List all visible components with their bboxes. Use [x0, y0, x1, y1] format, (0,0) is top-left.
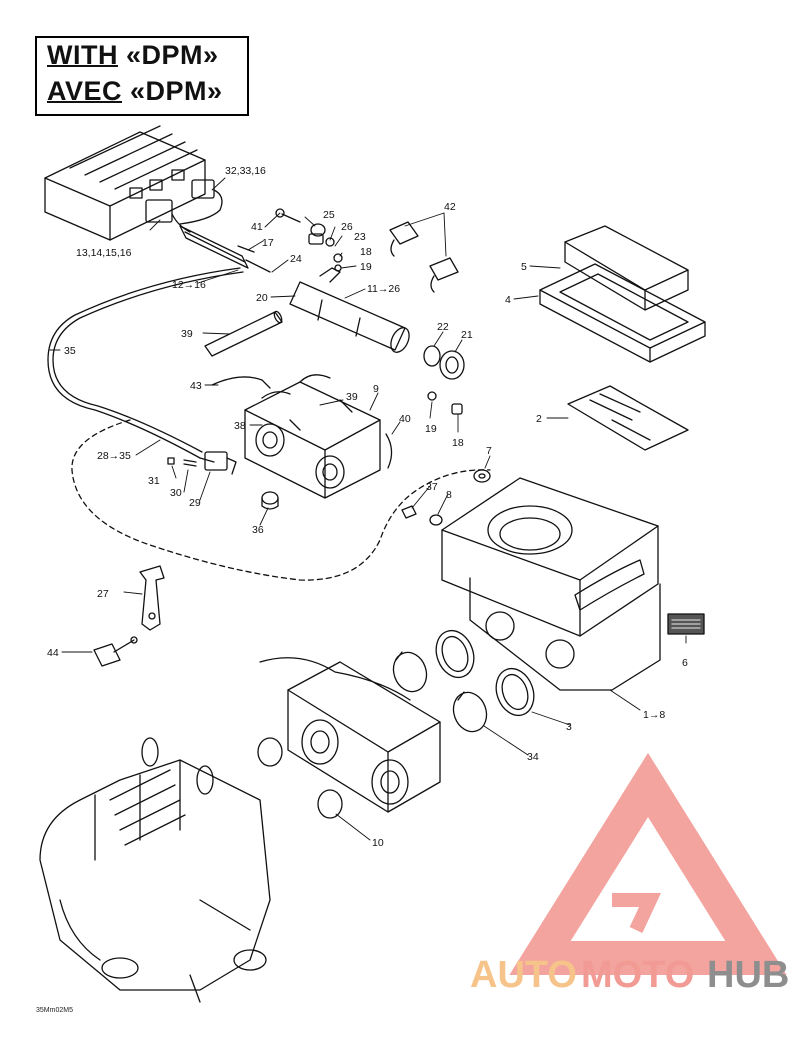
- label-1-8: 1→8: [643, 709, 665, 721]
- label-9: 9: [373, 383, 379, 395]
- pulse-hose: [211, 376, 271, 389]
- routing-dashed-loop: [71, 419, 491, 581]
- watermark-logo: [509, 752, 787, 975]
- carburetor-assembly-lower: [259, 657, 441, 813]
- label-6: 6: [682, 657, 688, 669]
- label-23: 23: [354, 231, 366, 243]
- cap-and-oring: [423, 345, 465, 380]
- watermark-g-stroke: [612, 893, 661, 933]
- label-37: 37: [426, 481, 438, 493]
- title-avec: AVEC: [47, 76, 123, 106]
- label-41: 41: [251, 221, 263, 233]
- label-11-26: 11→26: [367, 283, 400, 295]
- label-32-33-16: 32,33,16: [225, 165, 266, 177]
- intake-boots: [435, 629, 535, 717]
- label-5: 5: [521, 261, 527, 273]
- figure-reference-code: 35Mm02M5: [36, 1007, 73, 1014]
- label-20: 20: [256, 292, 268, 304]
- label-19-lower: 19: [425, 423, 437, 435]
- label-25: 25: [323, 209, 335, 221]
- watermark-text-auto: AUTO: [470, 954, 577, 996]
- air-silencer: [441, 477, 661, 691]
- sensor-connector: [167, 451, 237, 475]
- support-bracket: [139, 565, 165, 631]
- label-12-16: 12→16: [172, 279, 206, 291]
- inlet-fittings: [401, 469, 491, 526]
- label-28-35: 28→35: [97, 450, 131, 462]
- label-29: 29: [189, 497, 201, 509]
- label-40: 40: [399, 413, 411, 425]
- decal: [667, 613, 705, 635]
- label-2: 2: [536, 413, 542, 425]
- carb-clamps: [257, 737, 343, 819]
- label-38: 38: [234, 420, 246, 432]
- title-line-french: AVEC «DPM»: [47, 76, 223, 107]
- carburetor-assembly-upper: [244, 374, 381, 499]
- leader-lines: [49, 177, 687, 841]
- label-21: 21: [461, 329, 473, 341]
- title-line-english: WITH «DPM»: [47, 40, 219, 71]
- title-dpm-fr: «DPM»: [122, 76, 223, 106]
- grommet: [261, 491, 279, 510]
- title-dpm-en: «DPM»: [117, 40, 219, 70]
- air-filter: [564, 225, 689, 311]
- label-42: 42: [444, 201, 456, 213]
- label-3: 3: [566, 721, 572, 733]
- bracket-bolt: [93, 636, 138, 667]
- dpm-manifold: [289, 267, 410, 353]
- label-18-upper: 18: [360, 246, 372, 258]
- fittings-group: [237, 208, 335, 253]
- label-4: 4: [505, 294, 511, 306]
- label-27: 27: [97, 588, 109, 600]
- label-19-upper: 19: [360, 261, 372, 273]
- dpm-module: [44, 125, 206, 241]
- watermark-triangle: [509, 752, 787, 975]
- drain-hose: [385, 433, 393, 469]
- label-7: 7: [486, 445, 492, 457]
- label-30: 30: [170, 487, 182, 499]
- title-box: WITH «DPM» AVEC «DPM»: [35, 36, 249, 116]
- label-18-lower: 18: [452, 437, 464, 449]
- watermark-text-hub: HUB: [707, 954, 789, 996]
- label-26: 26: [341, 221, 353, 233]
- label-17: 17: [262, 237, 274, 249]
- title-with: WITH: [47, 40, 118, 70]
- hose-clamps-42: [389, 221, 459, 293]
- label-39-hose: 39: [181, 328, 193, 340]
- callout-labels: 32,33,16 13,14,15,16 41 25 26 23 42 17 1…: [36, 165, 688, 1014]
- label-10: 10: [372, 837, 384, 849]
- label-24: 24: [290, 253, 302, 265]
- label-44: 44: [47, 647, 59, 659]
- boot-clamps: [392, 651, 488, 733]
- wiring-harness: [47, 267, 244, 463]
- label-34: 34: [527, 751, 539, 763]
- label-22: 22: [437, 321, 449, 333]
- label-39-carb: 39: [346, 391, 358, 403]
- label-35: 35: [64, 345, 76, 357]
- watermark-text-moto: MOTO: [581, 954, 694, 996]
- label-13-14-15-16: 13,14,15,16: [76, 247, 132, 259]
- engine-block: [39, 737, 271, 1003]
- label-31: 31: [148, 475, 160, 487]
- mounting-plate: [567, 385, 689, 451]
- label-8: 8: [446, 489, 452, 501]
- filter-tray: [539, 263, 706, 363]
- label-36: 36: [252, 524, 264, 536]
- label-43: 43: [190, 380, 202, 392]
- dpm-connectors: [145, 179, 271, 273]
- vent-hose: [204, 310, 283, 357]
